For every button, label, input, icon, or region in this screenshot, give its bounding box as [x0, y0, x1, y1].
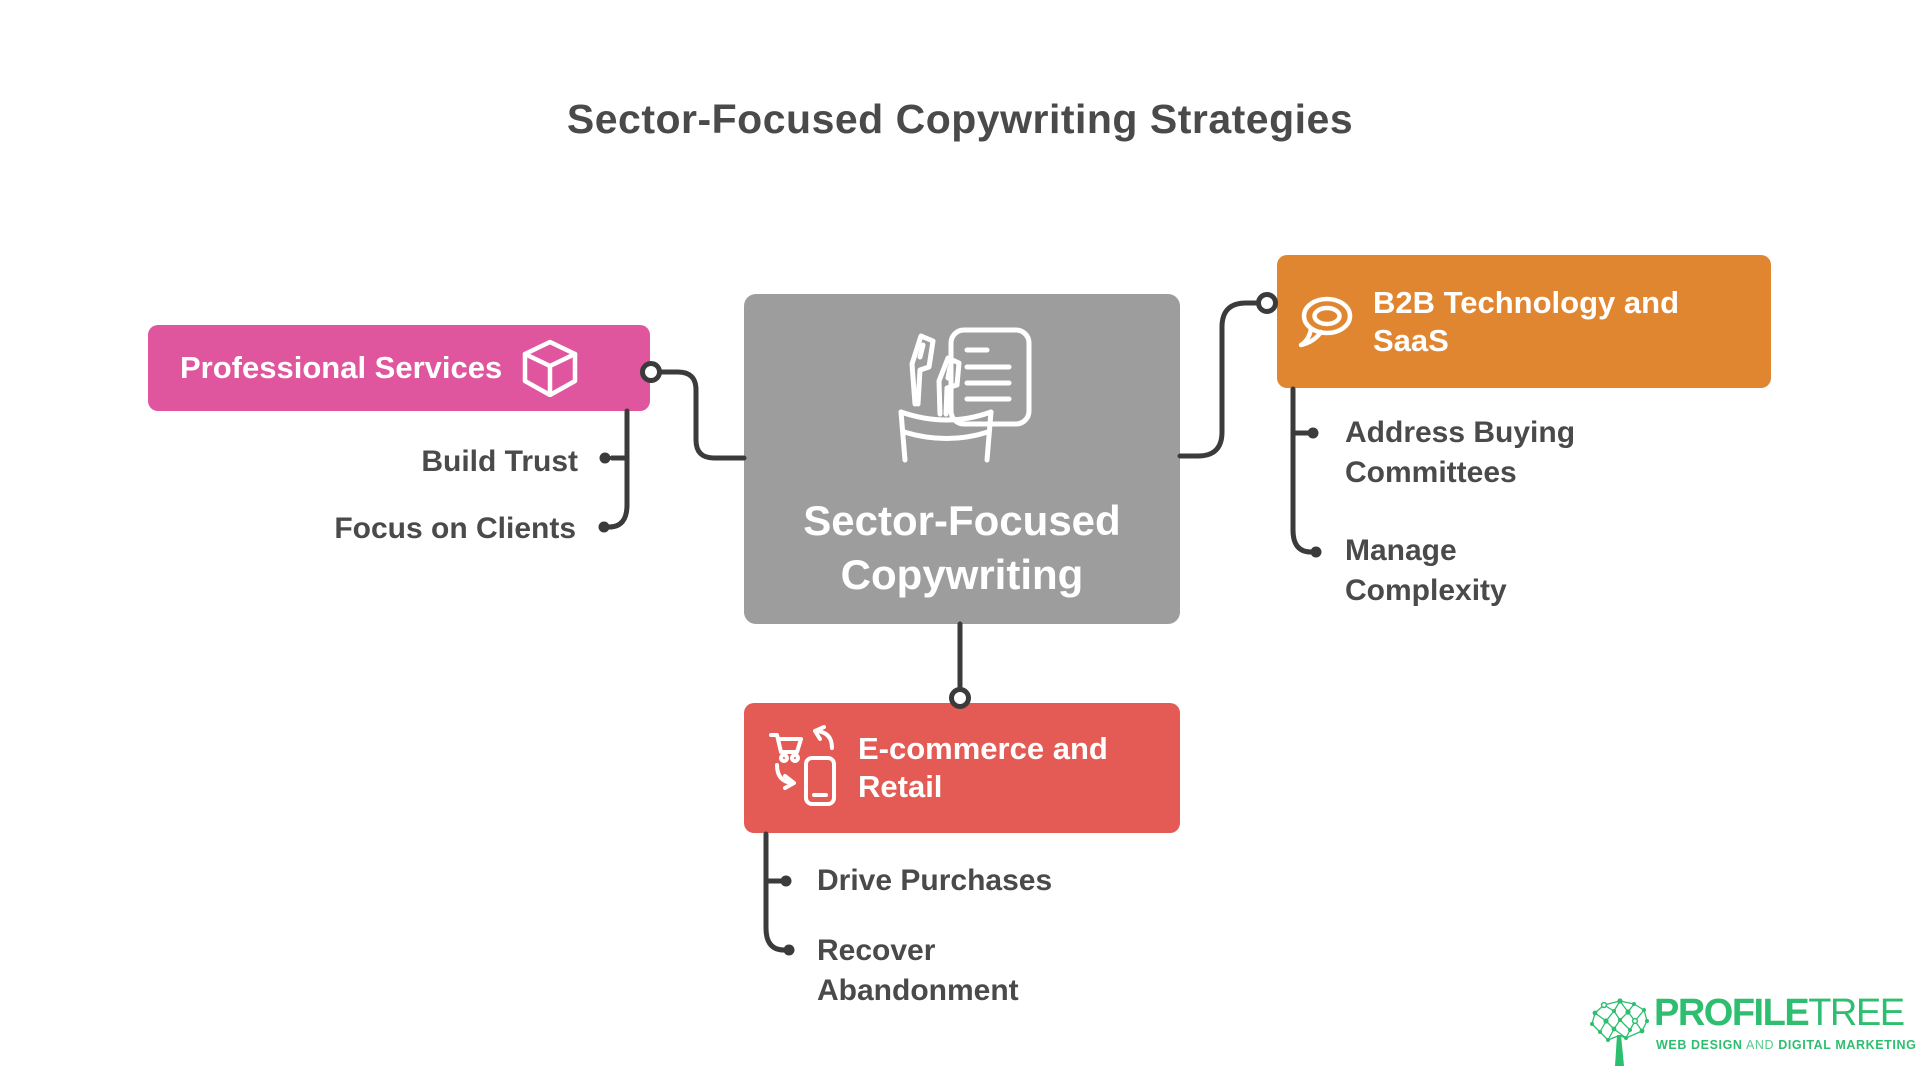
child-address-buying-committees: Address Buying Committees [1345, 416, 1576, 489]
connector-pink-to-center [657, 369, 747, 461]
connector-pink-subtree [606, 408, 630, 530]
connector-dot [599, 452, 611, 464]
connector-junction-orange [1256, 292, 1278, 314]
profiletree-logo: PROFILETREE WEB DESIGN AND DIGITAL MARKE… [1588, 992, 1916, 1070]
child-focus-on-clients: Focus on Clients [334, 512, 576, 545]
connector-dot [780, 875, 792, 887]
child-manage-complexity: Manage Complexity [1345, 534, 1507, 607]
connector-dot [598, 521, 610, 533]
child-recover-abandonment: Recover Abandonment [817, 934, 1019, 1007]
profiletree-tree-icon [1588, 996, 1652, 1075]
profiletree-tagline: WEB DESIGN AND DIGITAL MARKETING [1656, 1038, 1916, 1052]
cart-and-phone-swap-icon [768, 725, 842, 811]
cube-icon [520, 339, 580, 397]
page-title: Sector-Focused Copywriting Strategies [566, 96, 1354, 142]
tagline-conjunction: AND [1745, 1038, 1775, 1052]
child-build-trust: Build Trust [421, 445, 578, 478]
connector-orange-subtree [1290, 386, 1314, 555]
tagline-tail: DIGITAL MARKETING [1778, 1038, 1917, 1052]
brand-primary: PROFILE [1654, 992, 1810, 1034]
profiletree-wordmark: PROFILETREE [1654, 992, 1905, 1035]
connector-dot [783, 944, 795, 956]
branch-professional-services: Professional Services [148, 325, 650, 411]
center-node-sector-focused-copywriting: Sector-Focused Copywriting [744, 294, 1180, 624]
brand-secondary: TREE [1808, 992, 1905, 1034]
pens-and-document-icon [887, 324, 1037, 472]
branch-label: E-commerce and Retail [858, 731, 1108, 804]
center-node-label: Sector-Focused Copywriting [803, 497, 1121, 598]
child-drive-purchases: Drive Purchases [817, 864, 1053, 897]
speech-bubble-icon [1297, 294, 1355, 350]
branch-label: Professional Services [180, 350, 503, 386]
connector-center-to-orange [1177, 300, 1261, 459]
connector-dot [1310, 546, 1322, 558]
connector-dot [1307, 427, 1319, 439]
branch-ecommerce-retail: E-commerce and Retail [744, 703, 1180, 833]
branch-b2b-technology-saas: B2B Technology and SaaS [1277, 255, 1771, 388]
connector-red-subtree [763, 831, 787, 953]
tagline-lead: WEB DESIGN [1656, 1038, 1743, 1052]
branch-label: B2B Technology and SaaS [1373, 284, 1680, 358]
